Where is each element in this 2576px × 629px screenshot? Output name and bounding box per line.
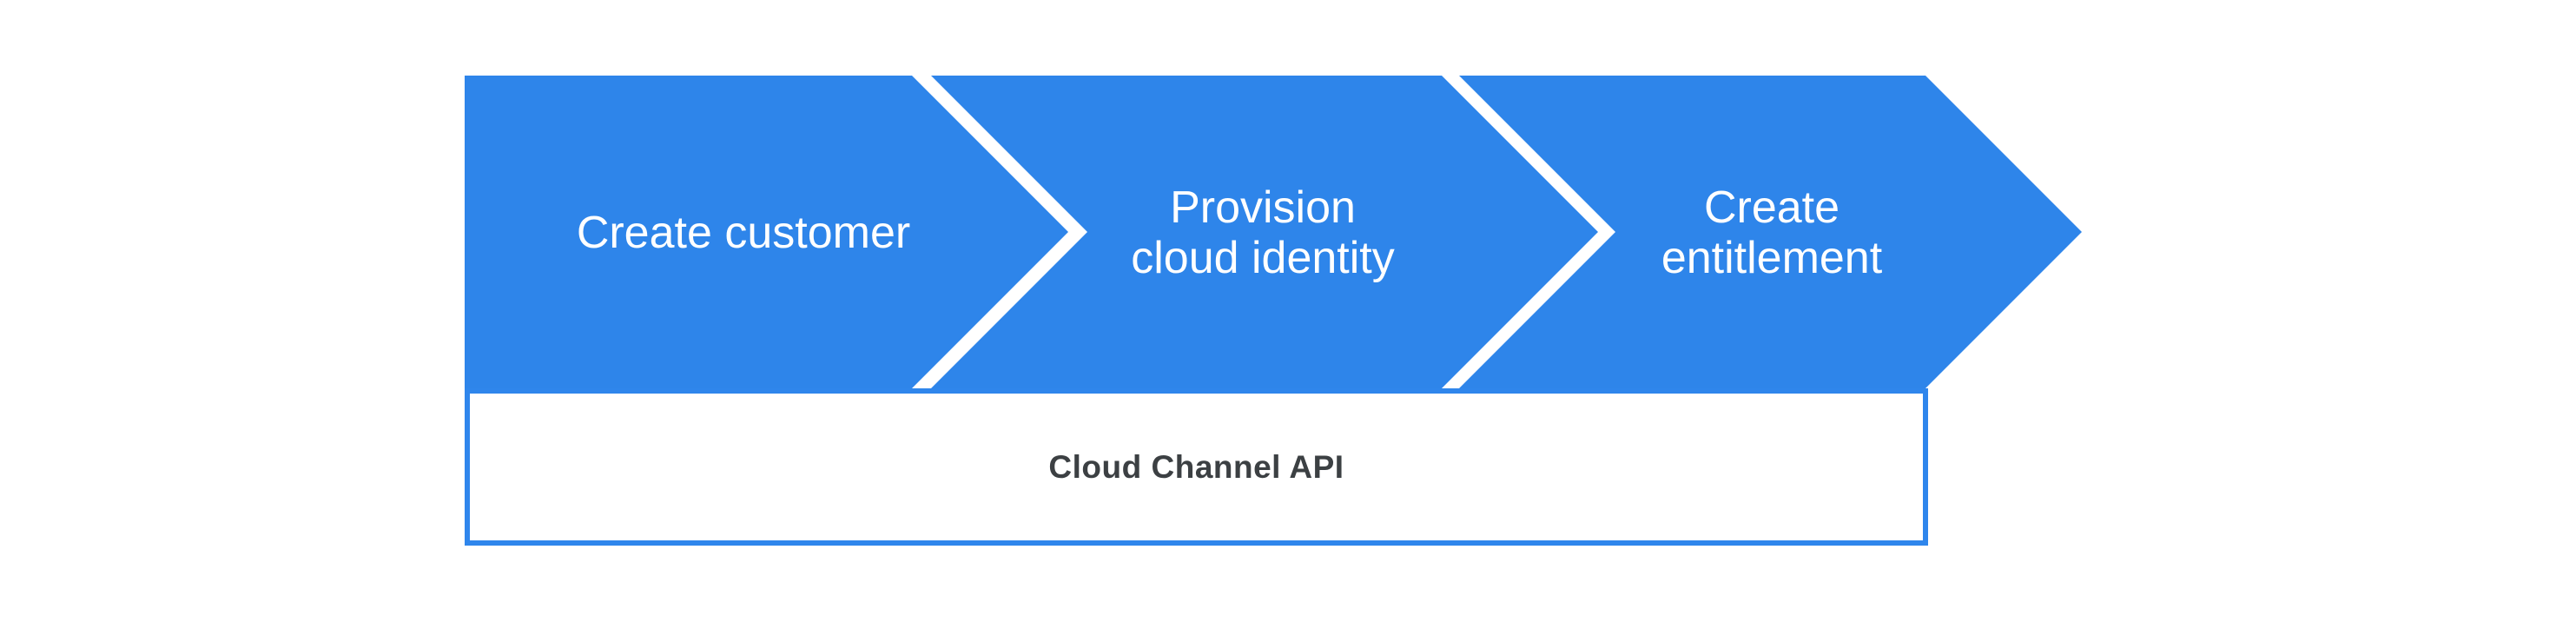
step-label-provision-cloud-identity: Provision cloud identity bbox=[1131, 182, 1395, 283]
process-arrow: Create customer Provision cloud identity… bbox=[465, 76, 2082, 388]
step-label-line: Create customer bbox=[576, 208, 911, 258]
api-bar-label: Cloud Channel API bbox=[1048, 448, 1344, 485]
step-label-create-customer: Create customer bbox=[577, 208, 910, 258]
step-label-line: cloud identity bbox=[1131, 233, 1395, 283]
step-label-line: Create bbox=[1703, 182, 1840, 233]
api-bar: Cloud Channel API bbox=[465, 388, 1928, 546]
step-label-line: Provision bbox=[1170, 182, 1356, 233]
step-label-line: entitlement bbox=[1661, 233, 1883, 283]
step-label-create-entitlement: Create entitlement bbox=[1661, 182, 1882, 283]
